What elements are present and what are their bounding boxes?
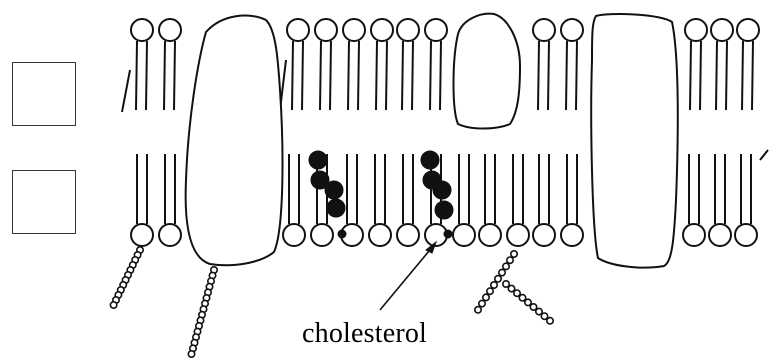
peripheral-protein <box>454 14 521 129</box>
carbohydrate-chain-bead <box>110 302 116 308</box>
edge-tail <box>122 70 130 112</box>
glycolipid-branch-bead <box>541 313 547 319</box>
upper-phospholipid-head <box>131 19 153 41</box>
cholesterol-molecule-part <box>433 181 451 199</box>
lower-phospholipid-head <box>709 224 731 246</box>
glycolipid-branch-bead <box>547 318 553 324</box>
lower-fatty-acid-tail <box>485 154 495 224</box>
upper-fatty-acid-tail <box>566 41 577 110</box>
glycolipid-branch-bead <box>530 304 536 310</box>
glycolipid-chain-bead <box>479 300 485 306</box>
upper-phospholipid-head <box>425 19 447 41</box>
upper-phospholipid-head <box>343 19 365 41</box>
upper-fatty-acid-tail <box>690 41 701 110</box>
lower-phospholipid-head <box>283 224 305 246</box>
glycolipid-chain-bead <box>499 269 505 275</box>
glycoprotein-chain-bead <box>188 351 194 357</box>
lower-fatty-acid-tail <box>539 154 549 224</box>
glycolipid-chain-bead <box>507 257 513 263</box>
glycolipid-branch-bead <box>503 281 509 287</box>
upper-phospholipid-head <box>287 19 309 41</box>
glycolipid-chain-bead <box>475 307 481 313</box>
cholesterol-molecule-part <box>421 151 439 169</box>
transmembrane-protein-right <box>591 14 678 268</box>
lower-phospholipid-head <box>561 224 583 246</box>
cholesterol-molecule-part <box>435 201 453 219</box>
lower-phospholipid-head <box>453 224 475 246</box>
lower-fatty-acid-tail <box>567 154 577 224</box>
upper-fatty-acid-tail <box>742 41 753 110</box>
lower-phospholipid-head <box>369 224 391 246</box>
upper-phospholipid-head <box>533 19 555 41</box>
lower-fatty-acid-tail <box>137 154 147 224</box>
cholesterol-label: cholesterol <box>302 318 427 350</box>
cholesterol-arrow-line <box>380 245 434 310</box>
upper-phospholipid-head <box>159 19 181 41</box>
glycolipid-chain-bead <box>511 251 517 257</box>
glycolipid-branch-bead <box>519 295 525 301</box>
lower-phospholipid-head <box>533 224 555 246</box>
upper-fatty-acid-tail <box>538 41 549 110</box>
cholesterol-molecule-part <box>325 181 343 199</box>
upper-fatty-acid-tail <box>376 41 387 110</box>
lower-fatty-acid-tail <box>513 154 523 224</box>
lower-phospholipid-head <box>683 224 705 246</box>
cholesterol-molecule-part <box>327 199 345 217</box>
lower-fatty-acid-tail <box>459 154 469 224</box>
lower-phospholipid-head <box>159 224 181 246</box>
lower-fatty-acid-tail <box>741 154 751 224</box>
upper-phospholipid-head <box>397 19 419 41</box>
upper-phospholipid-head <box>737 19 759 41</box>
lower-phospholipid-head <box>397 224 419 246</box>
upper-phospholipid-head <box>371 19 393 41</box>
edge-tail <box>760 150 768 160</box>
upper-phospholipid-head <box>711 19 733 41</box>
lower-phospholipid-head <box>735 224 757 246</box>
glycolipid-branch-bead <box>508 285 514 291</box>
transmembrane-protein-left <box>186 16 283 266</box>
upper-fatty-acid-tail <box>136 41 147 110</box>
upper-phospholipid-head <box>685 19 707 41</box>
glycolipid-chain-bead <box>495 276 501 282</box>
upper-fatty-acid-tail <box>292 41 303 110</box>
lower-fatty-acid-tail <box>375 154 385 224</box>
lower-phospholipid-head <box>479 224 501 246</box>
lower-fatty-acid-tail <box>403 154 413 224</box>
glycolipid-branch-bead <box>525 299 531 305</box>
upper-phospholipid-head <box>315 19 337 41</box>
lower-fatty-acid-tail <box>289 154 299 224</box>
lower-phospholipid-head <box>507 224 529 246</box>
lower-fatty-acid-tail <box>165 154 175 224</box>
upper-phospholipid-head <box>561 19 583 41</box>
lower-fatty-acid-tail <box>715 154 725 224</box>
upper-fatty-acid-tail <box>164 41 175 110</box>
upper-fatty-acid-tail <box>320 41 331 110</box>
upper-fatty-acid-tail <box>402 41 413 110</box>
upper-fatty-acid-tail <box>430 41 441 110</box>
glycolipid-branch-bead <box>514 290 520 296</box>
cholesterol-molecule-part <box>338 230 346 238</box>
glycolipid-branch-bead <box>536 308 542 314</box>
lower-phospholipid-head <box>311 224 333 246</box>
upper-fatty-acid-tail <box>348 41 359 110</box>
glycolipid-chain-bead <box>503 263 509 269</box>
glycolipid-chain-bead <box>487 288 493 294</box>
cholesterol-molecule-part <box>309 151 327 169</box>
cholesterol-molecule-part <box>444 230 452 238</box>
glycolipid-chain-bead <box>483 294 489 300</box>
upper-fatty-acid-tail <box>716 41 727 110</box>
lower-fatty-acid-tail <box>689 154 699 224</box>
lower-phospholipid-head <box>131 224 153 246</box>
glycolipid-chain-bead <box>491 282 497 288</box>
lower-fatty-acid-tail <box>347 154 357 224</box>
